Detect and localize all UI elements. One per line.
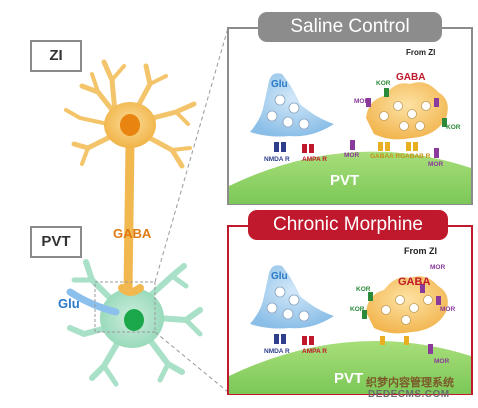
morphine-mor-label-1: MOR bbox=[430, 264, 446, 271]
saline-kor-label-2: KOR bbox=[446, 124, 461, 131]
saline-gaba-a-label: GABAA R bbox=[370, 153, 401, 160]
morphine-nmda-label: NMDA R bbox=[264, 348, 290, 355]
zoom-box bbox=[94, 281, 156, 333]
saline-mor-label-1: MOR bbox=[354, 98, 370, 105]
pvt-neuron bbox=[67, 259, 203, 387]
morphine-gaba-label: GABA bbox=[398, 276, 431, 288]
saline-mor-label-2: MOR bbox=[344, 152, 360, 159]
morphine-membrane bbox=[229, 340, 471, 394]
morphine-kor-label-1: KOR bbox=[356, 286, 371, 293]
pvt-nucleus bbox=[124, 309, 144, 331]
zi-neuron bbox=[64, 59, 197, 295]
saline-glu-vesicles bbox=[266, 94, 310, 130]
watermark-cn: 织梦内容管理系统 bbox=[366, 377, 454, 389]
morphine-pvt-label: PVT bbox=[334, 370, 364, 387]
saline-pvt-label: PVT bbox=[330, 172, 360, 189]
morphine-receptors bbox=[274, 284, 441, 354]
saline-mor-label-3: MOR bbox=[428, 161, 444, 168]
morphine-kor-label-2: KOR bbox=[350, 306, 365, 313]
gaba-projection-label: GABA bbox=[113, 226, 152, 241]
saline-control-header: Saline Control bbox=[258, 12, 442, 42]
morphine-mor-label-2: MOR bbox=[440, 306, 456, 313]
saline-ampa-label: AMPA R bbox=[302, 156, 327, 163]
morphine-glu-label: Glu bbox=[271, 271, 288, 282]
saline-glu-label: Glu bbox=[271, 79, 288, 90]
pvt-region-label: PVT bbox=[30, 226, 82, 258]
morphine-from-zi: From ZI bbox=[404, 246, 437, 256]
morphine-gaba-terminal bbox=[366, 276, 448, 334]
saline-membrane bbox=[229, 151, 471, 204]
saline-gaba-vesicles bbox=[379, 101, 431, 131]
zoom-line-bottom bbox=[154, 331, 229, 393]
glu-input-label: Glu bbox=[58, 296, 80, 311]
morphine-gaba-vesicles bbox=[381, 295, 433, 325]
glu-input-arrow bbox=[66, 288, 120, 316]
morphine-glu-vesicles bbox=[266, 286, 310, 322]
saline-kor-label-1: KOR bbox=[376, 80, 391, 87]
saline-gaba-label: GABA bbox=[396, 72, 426, 83]
saline-receptors bbox=[274, 88, 447, 158]
morphine-ampa-label: AMPA R bbox=[302, 348, 327, 355]
zoom-line-top bbox=[154, 27, 229, 283]
morphine-mor-label-3: MOR bbox=[434, 358, 450, 365]
chronic-morphine-header: Chronic Morphine bbox=[248, 210, 448, 240]
zi-nucleus bbox=[120, 114, 140, 136]
saline-from-zi: From ZI bbox=[406, 48, 436, 57]
saline-gaba-b-label: GABAB R bbox=[400, 153, 431, 160]
gaba-terminal-left bbox=[118, 284, 144, 296]
watermark-en: DEDECMS.COM bbox=[368, 389, 450, 400]
zi-region-label: ZI bbox=[30, 40, 82, 72]
saline-nmda-label: NMDA R bbox=[264, 156, 290, 163]
